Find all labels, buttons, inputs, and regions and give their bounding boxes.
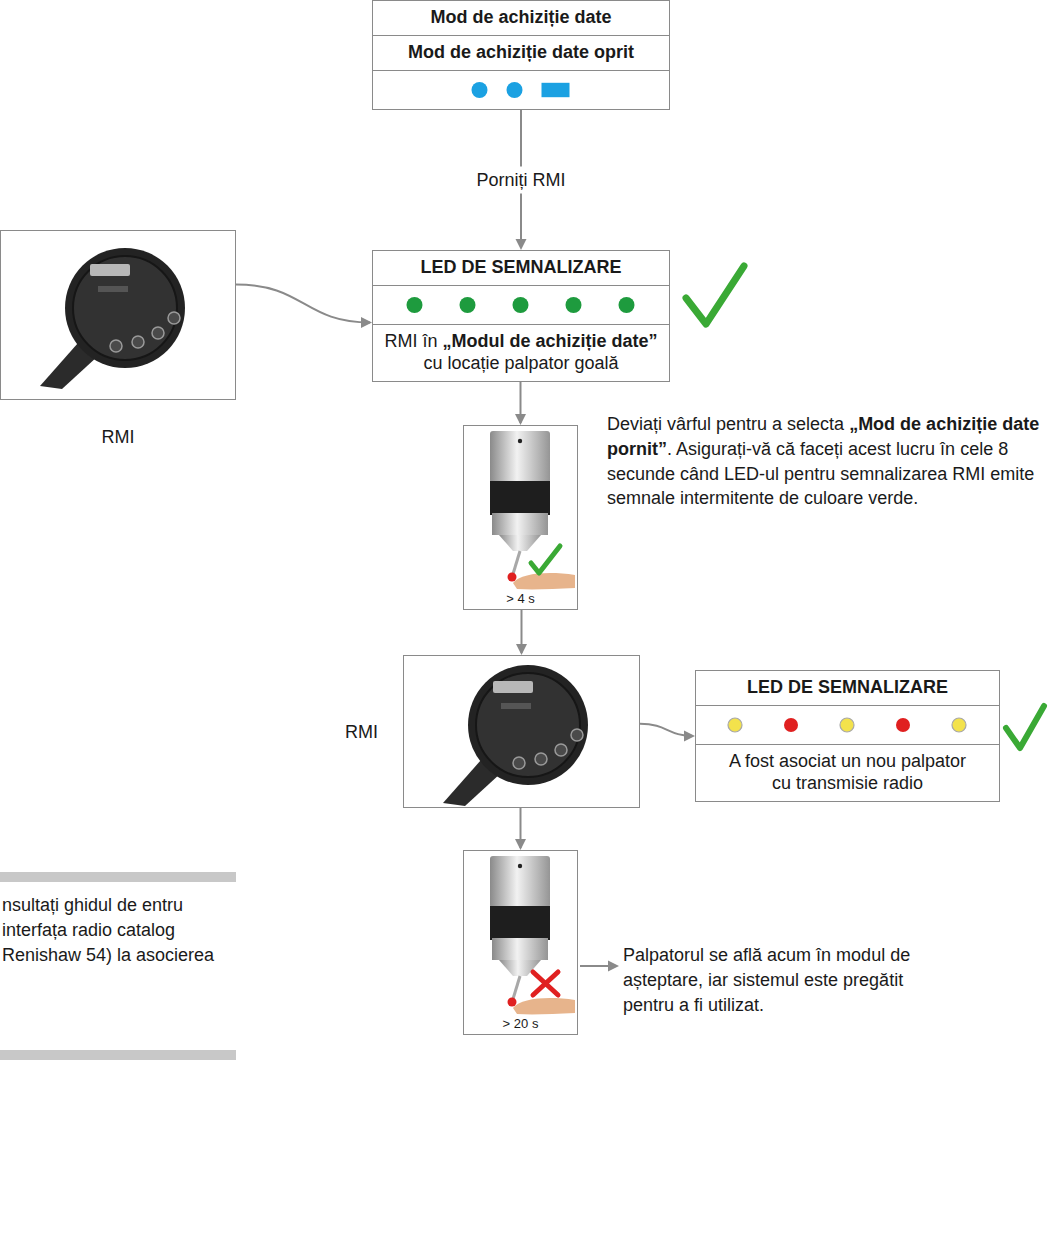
cross-mark (533, 972, 558, 995)
led-dot (840, 718, 854, 732)
connector (515, 382, 526, 425)
box-text: A fost asociat un nou palpator cu transm… (729, 751, 966, 793)
led-dot (407, 297, 423, 313)
picture-label: > 4 s (464, 591, 577, 606)
text-row: RMI în „Modul de achiziție date” cu loca… (373, 324, 669, 381)
connector (515, 808, 526, 850)
text-row: Mod de achiziție date (373, 1, 669, 35)
picture-box: > 20 s (463, 850, 578, 1035)
led-dots (373, 287, 668, 323)
text-row: LED DE SEMNALIZARE (696, 671, 999, 705)
box-heading: Mod de achiziție date oprit (408, 42, 634, 62)
led-dot (896, 718, 910, 732)
note-text: nsultați ghidul de entru interfața radio… (2, 893, 228, 967)
led-dot (728, 718, 742, 732)
picture-caption: > 20 s (464, 1016, 577, 1031)
led-dot (513, 297, 529, 313)
picture-caption: > 4 s (464, 591, 577, 606)
led-dots (696, 707, 998, 743)
led-row (373, 70, 669, 109)
picture-box: RMI (403, 655, 640, 808)
connector (516, 610, 527, 655)
led-dot (460, 297, 476, 313)
picture-label: RMI (1, 427, 235, 448)
box-text: RMI în „Modul de achiziție date” cu loca… (384, 331, 657, 373)
picture-box: > 4 s (463, 425, 578, 610)
text-row: Mod de achiziție date oprit (373, 35, 669, 70)
led-bar (542, 83, 570, 97)
status-box: LED DE SEMNALIZARE A fost asociat un nou … (695, 670, 1000, 802)
arrowhead (516, 644, 527, 655)
led-row (696, 705, 999, 744)
probe-picture (490, 431, 575, 589)
picture-caption: RMI (1, 427, 235, 448)
check-mark (531, 546, 560, 573)
led-row (373, 285, 669, 324)
arrowhead (515, 414, 526, 425)
note-bar (0, 1050, 236, 1060)
led-dot (566, 297, 582, 313)
connector (236, 284, 372, 328)
led-dot (952, 718, 966, 732)
note-text: Deviați vârful pentru a selecta „Mod de … (607, 412, 1043, 511)
probe-picture (490, 856, 575, 1014)
led-dot (472, 82, 488, 98)
status-box: Mod de achiziție dateMod de achiziție da… (372, 0, 670, 110)
led-dot (619, 297, 635, 313)
connector (640, 724, 695, 742)
picture-box: RMI (0, 230, 236, 400)
check-mark (686, 266, 744, 324)
picture-label: RMI (345, 721, 378, 742)
arrowhead (361, 317, 372, 328)
note-bar (0, 872, 236, 882)
rmi-picture (443, 665, 588, 806)
arrowhead (684, 730, 695, 741)
box-heading: Mod de achiziție date (430, 7, 611, 27)
rmi-picture (40, 248, 185, 389)
edge-label: Porniți RMI (470, 166, 571, 193)
arrowhead (516, 239, 527, 250)
led-dot (784, 718, 798, 732)
box-heading: LED DE SEMNALIZARE (747, 677, 948, 697)
leader-arrowhead (608, 961, 619, 972)
note-text: Palpatorul se află acum în modul de aște… (623, 943, 935, 1017)
box-heading: LED DE SEMNALIZARE (420, 257, 621, 277)
led-dots (373, 72, 668, 108)
picture-caption: RMI (345, 721, 378, 742)
arrowhead (515, 839, 526, 850)
led-dot (507, 82, 523, 98)
check-mark (1006, 706, 1044, 748)
connector-line (236, 284, 370, 322)
text-row: LED DE SEMNALIZARE (373, 251, 669, 285)
leader-line (580, 965, 610, 967)
status-box: LED DE SEMNALIZARE RMI în „Modul de achiz… (372, 250, 670, 382)
picture-label: > 20 s (464, 1016, 577, 1031)
text-row: A fost asociat un nou palpator cu transm… (696, 744, 999, 801)
